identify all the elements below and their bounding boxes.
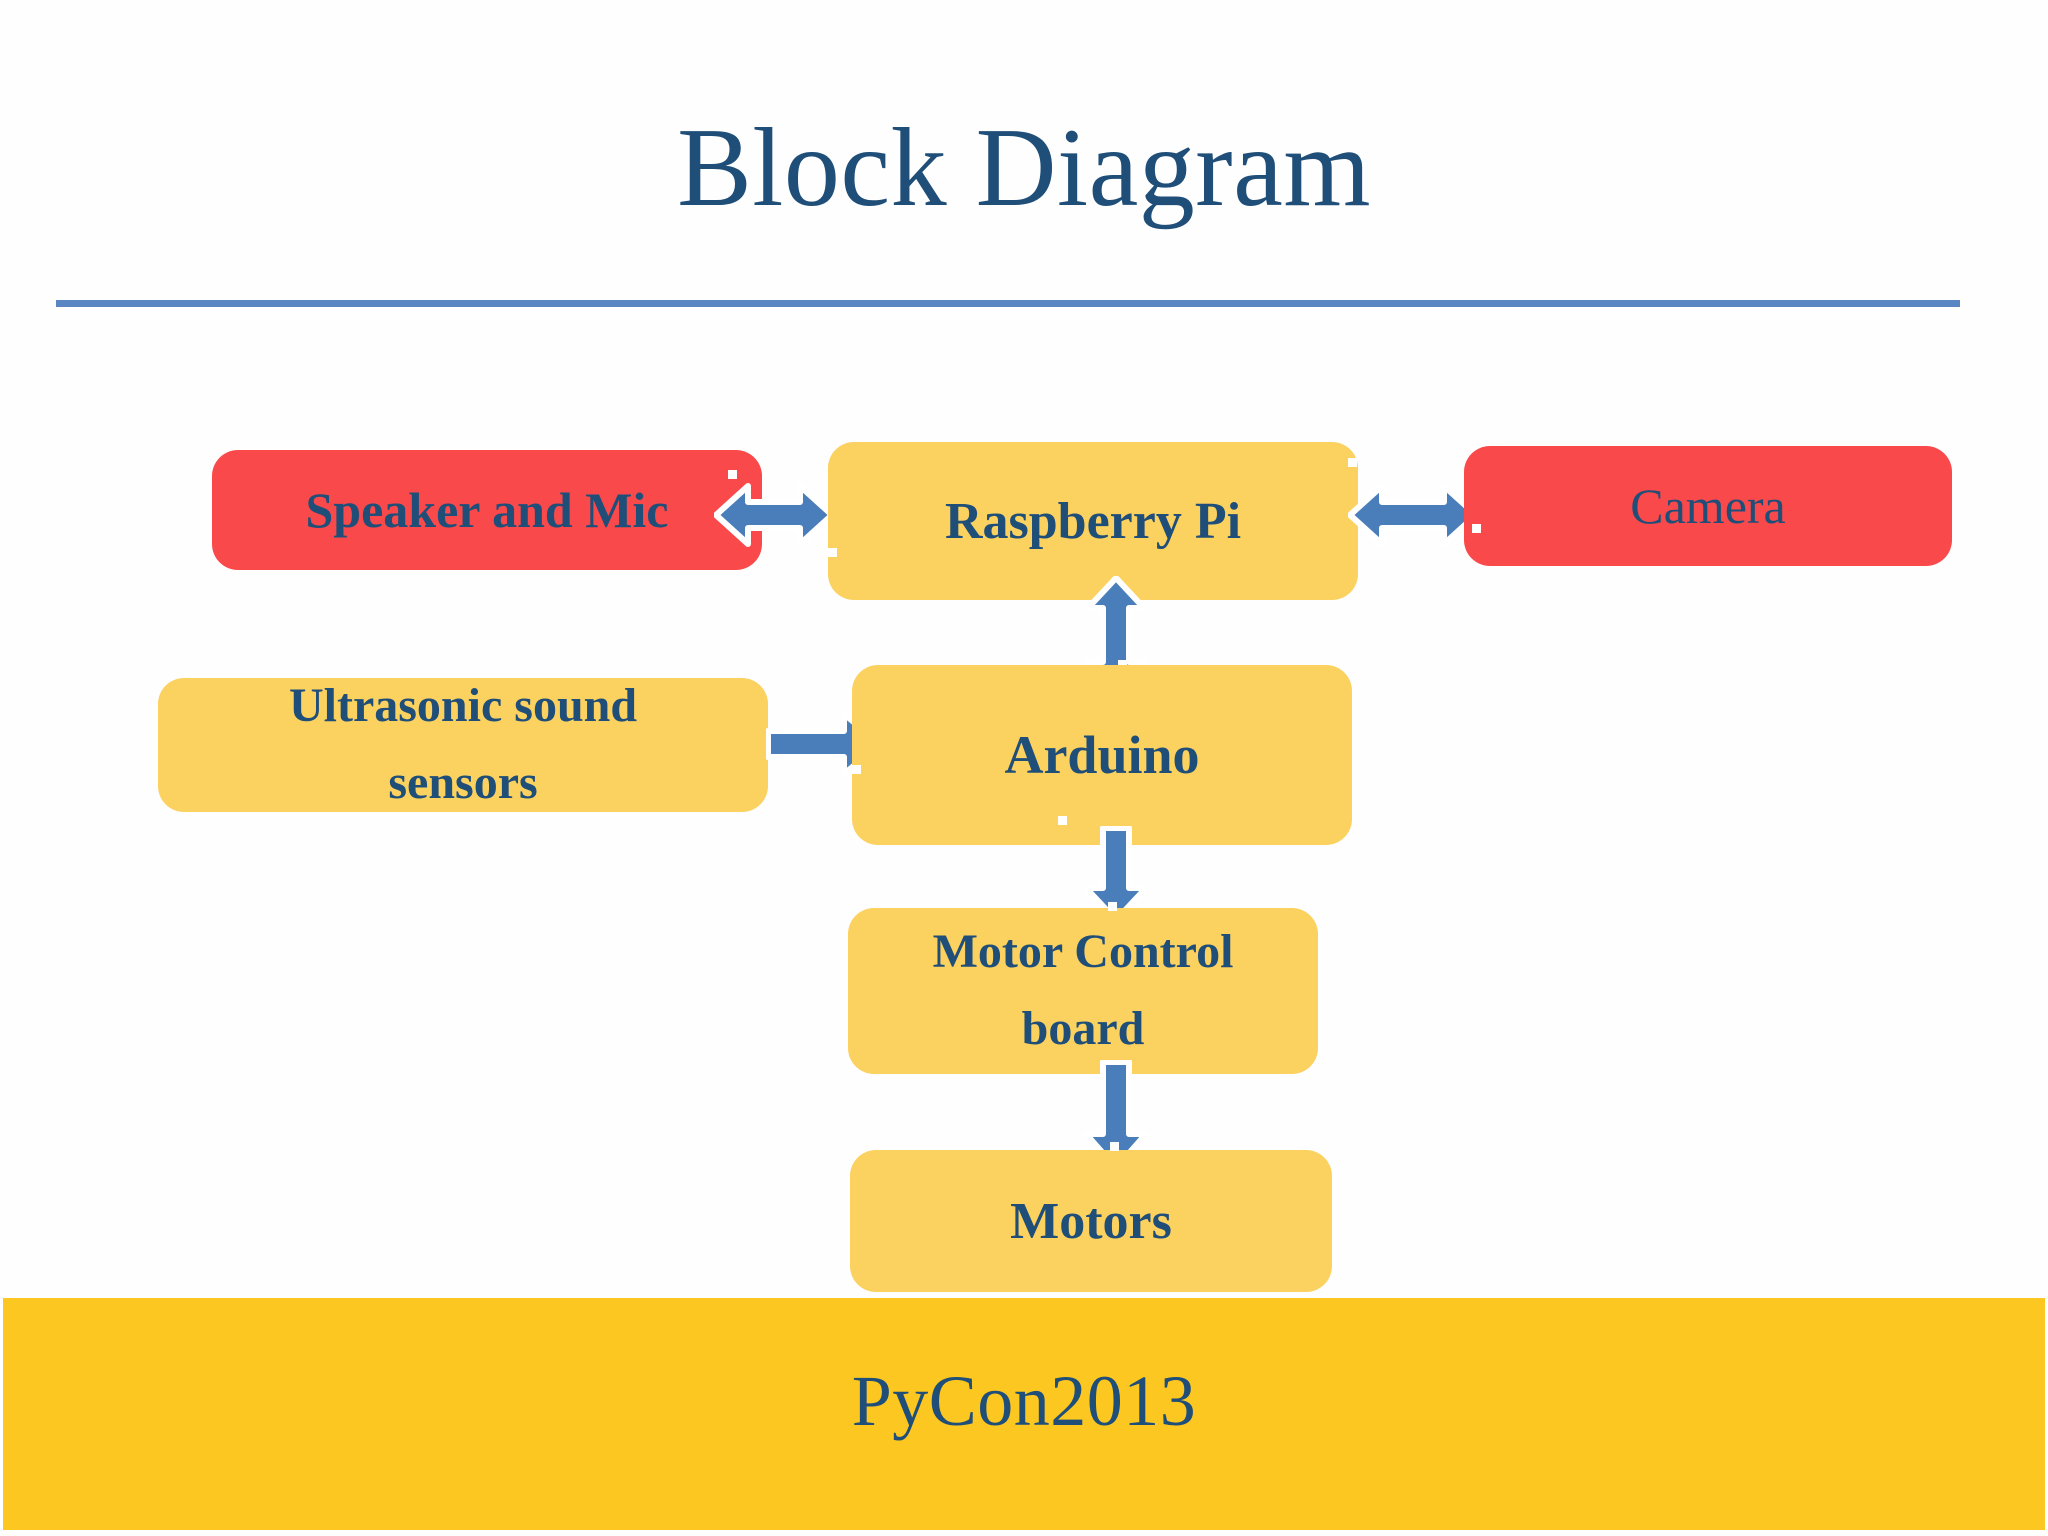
node-ultrasonic-sensors[interactable]: Ultrasonic sound sensors [158, 678, 768, 812]
node-motor-control-board[interactable]: Motor Control board [848, 908, 1318, 1074]
title-divider [56, 300, 1960, 307]
selection-handle [1348, 458, 1357, 467]
footer-label: PyCon2013 [851, 1361, 1197, 1441]
selection-handle [1108, 902, 1117, 911]
node-label-line-1: Motor Control [932, 925, 1234, 979]
footer-band [3, 1298, 2045, 1530]
node-label: Motor Control board [862, 914, 1304, 1068]
selection-handle [728, 470, 737, 479]
selection-handle [1472, 524, 1481, 533]
selection-handle [1110, 1142, 1119, 1151]
node-arduino[interactable]: Arduino [852, 665, 1352, 845]
node-label: Camera [1630, 478, 1786, 534]
node-motors[interactable]: Motors [850, 1150, 1332, 1292]
arrow-speaker-raspberry [713, 478, 835, 552]
node-label: Speaker and Mic [305, 482, 669, 538]
node-label-line-2: sensors [388, 756, 538, 809]
selection-handle [852, 765, 861, 774]
selection-handle [1118, 660, 1127, 669]
selection-handle [1058, 816, 1067, 825]
node-label: Raspberry Pi [944, 492, 1242, 550]
node-label-line-2: board [1021, 1002, 1145, 1055]
node-camera[interactable]: Camera [1464, 446, 1952, 566]
selection-handle [828, 548, 837, 557]
node-raspberry-pi[interactable]: Raspberry Pi [828, 442, 1358, 600]
node-label: Ultrasonic sound sensors [172, 668, 754, 822]
page-title: Block Diagram [677, 106, 1371, 230]
node-speaker-and-mic[interactable]: Speaker and Mic [212, 450, 762, 570]
node-label: Motors [1010, 1192, 1172, 1250]
node-label-line-1: Ultrasonic sound [288, 679, 638, 733]
node-label: Arduino [1004, 725, 1200, 785]
arrow-arduino-motorboard [1082, 825, 1150, 923]
arrow-raspberry-camera [1347, 478, 1479, 552]
